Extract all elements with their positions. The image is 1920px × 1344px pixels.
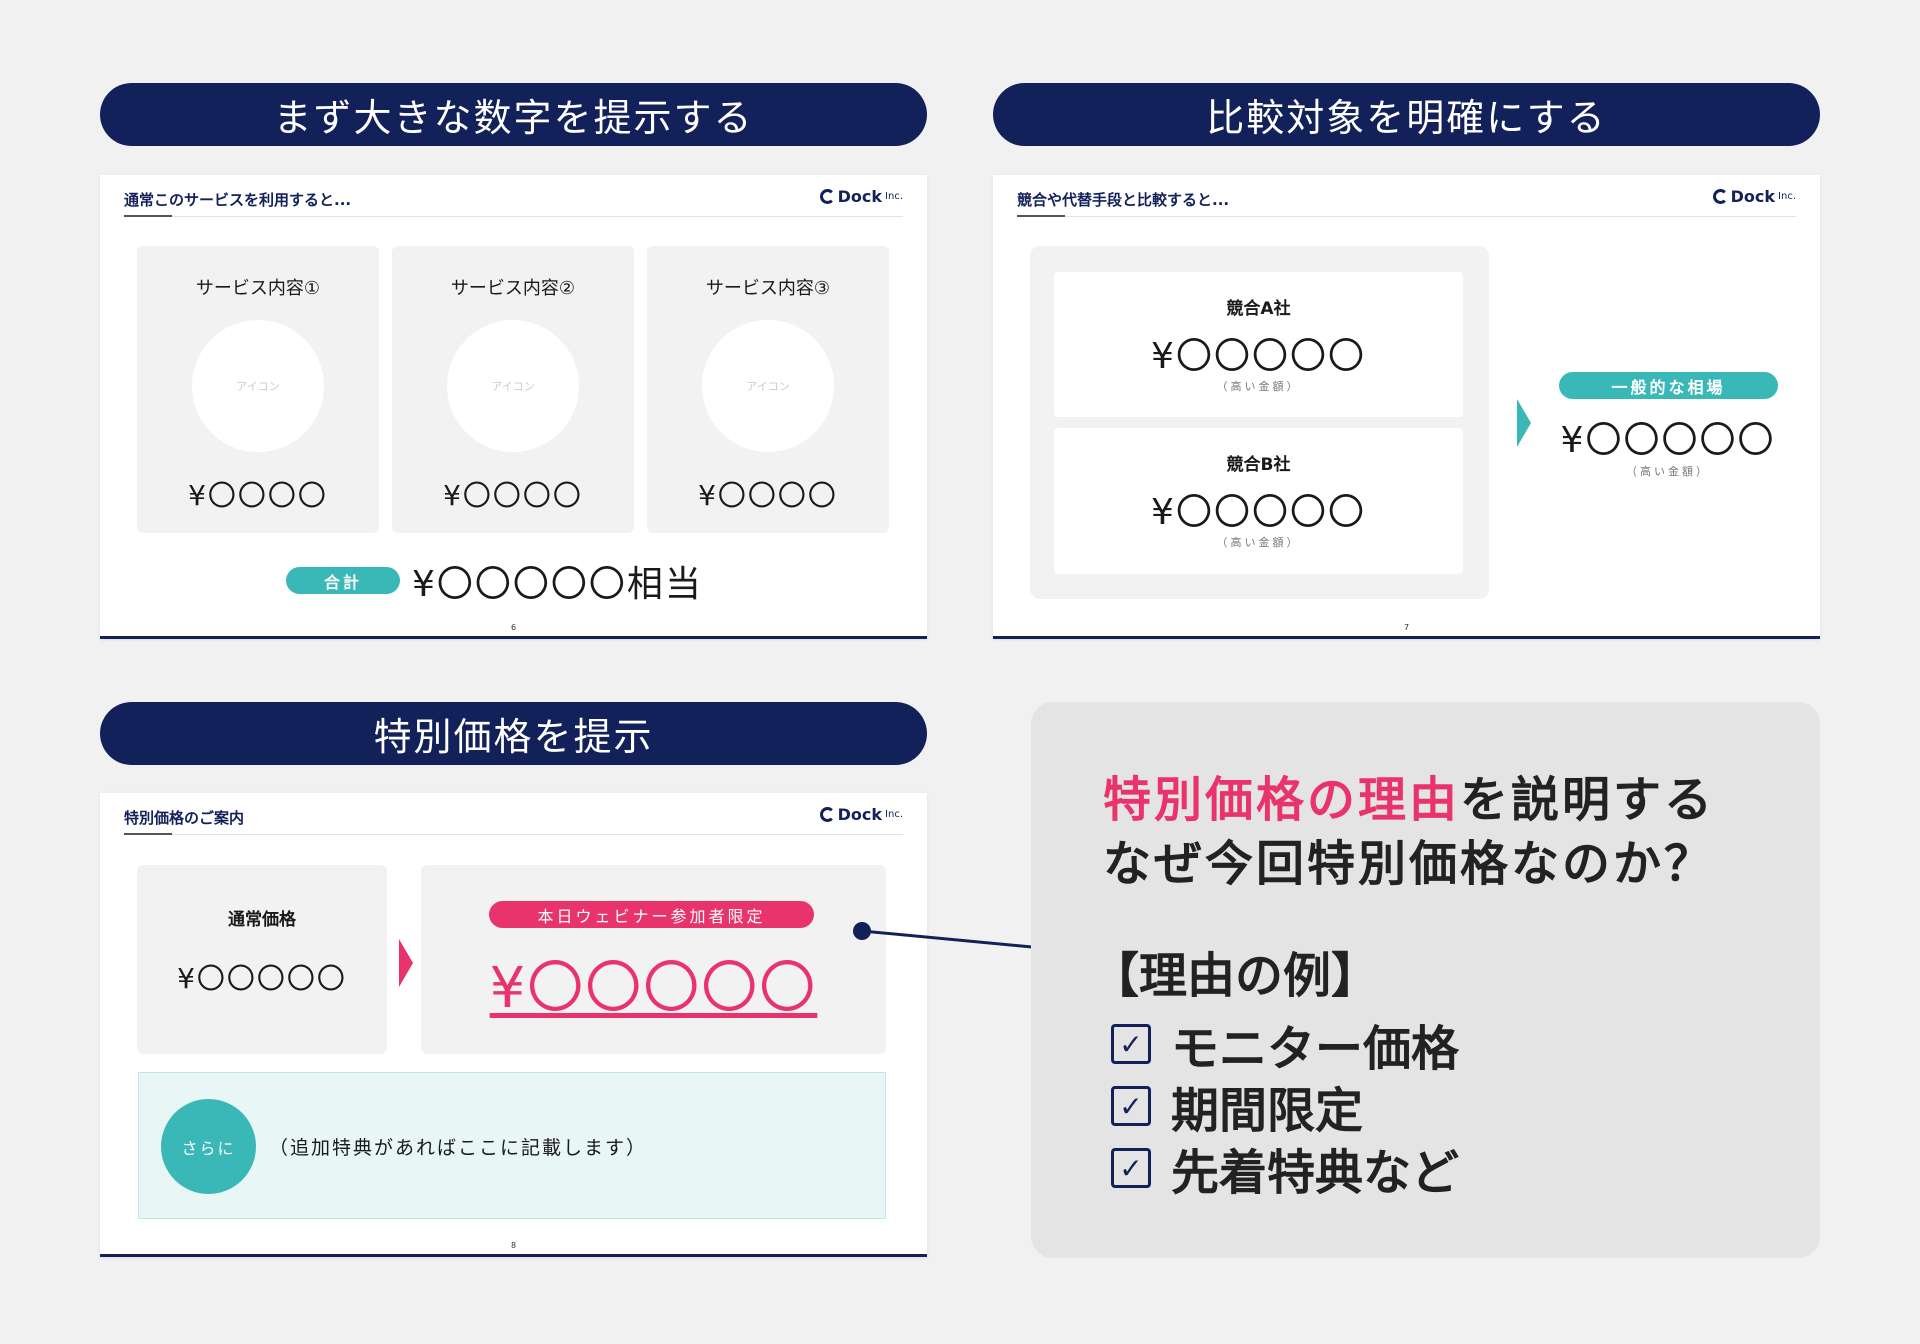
normal-price-card: 通常価格 ¥〇〇〇〇〇: [137, 865, 387, 1054]
special-price-card: 本日ウェビナー参加者限定 ¥〇〇〇〇〇: [421, 865, 886, 1054]
total-price: ¥〇〇〇〇〇相当: [412, 564, 703, 605]
checkbox-checked-icon: ✓: [1111, 1148, 1151, 1188]
icon-placeholder: アイコン: [192, 320, 324, 452]
bonus-box: さらに （追加特典があればここに記載します）: [138, 1072, 886, 1219]
bonus-text: （追加特典があればここに記載します）: [269, 1137, 648, 1159]
list-item: ✓先着特典など: [1111, 1137, 1459, 1201]
competitor-card: 競合B社 ¥〇〇〇〇〇 （高い金額）: [1054, 428, 1463, 574]
examples-title: 【理由の例】: [1091, 948, 1380, 1004]
page-number: 8: [510, 1241, 517, 1250]
market-tag: 一般的な相場: [1559, 372, 1778, 399]
logo-icon: [819, 189, 835, 204]
panel-subheading: なぜ今回特別価格なのか？: [1103, 836, 1716, 892]
card-price: ¥〇〇〇〇: [443, 479, 583, 512]
special-price: ¥〇〇〇〇〇: [489, 956, 818, 1021]
section-header-3: 特別価格を提示: [100, 702, 927, 765]
service-card: サービス内容② アイコン ¥〇〇〇〇: [392, 246, 634, 533]
list-item: ✓モニター価格: [1111, 1013, 1459, 1077]
competitor-note: （高い金額）: [1216, 380, 1301, 393]
heading-rest: を説明する: [1460, 772, 1716, 828]
examples-list: ✓モニター価格 ✓期間限定 ✓先着特典など: [1111, 1013, 1459, 1201]
card-label: サービス内容②: [450, 278, 576, 299]
section-header-1: まず大きな数字を提示する: [100, 83, 927, 146]
competitor-group: 競合A社 ¥〇〇〇〇〇 （高い金額） 競合B社 ¥〇〇〇〇〇 （高い金額）: [1030, 246, 1489, 599]
webinar-tag: 本日ウェビナー参加者限定: [489, 901, 814, 928]
checkbox-checked-icon: ✓: [1111, 1024, 1151, 1064]
total-tag: 合計: [286, 567, 400, 594]
market-note: （高い金額）: [1626, 465, 1710, 478]
logo-icon: [1712, 189, 1728, 204]
slide-title: 競合や代替手段と比較すると...: [1017, 191, 1230, 209]
arrow-right-icon: [399, 939, 413, 987]
card-price: ¥〇〇〇〇: [698, 479, 838, 512]
logo-icon: [819, 807, 835, 822]
page-number: 7: [1403, 623, 1410, 632]
page-number: 6: [510, 623, 517, 632]
competitor-note: （高い金額）: [1216, 536, 1301, 549]
slide-title: 特別価格のご案内: [124, 809, 245, 827]
competitor-price: ¥〇〇〇〇〇: [1151, 336, 1366, 377]
divider: [1017, 215, 1796, 217]
reason-panel: 特別価格の理由を説明する なぜ今回特別価格なのか？ 【理由の例】 ✓モニター価格…: [1031, 702, 1820, 1258]
icon-placeholder: アイコン: [447, 320, 579, 452]
market-price: ¥〇〇〇〇〇: [1560, 420, 1776, 461]
panel-heading: 特別価格の理由を説明する: [1103, 760, 1715, 830]
connector-line: [853, 922, 1033, 949]
normal-price: ¥〇〇〇〇〇: [177, 962, 347, 995]
competitor-name: 競合A社: [1226, 299, 1291, 319]
card-label: サービス内容①: [195, 278, 321, 299]
card-label: サービス内容③: [705, 278, 831, 299]
section-header-2: 比較対象を明確にする: [993, 83, 1820, 146]
icon-placeholder: アイコン: [702, 320, 834, 452]
divider: [124, 215, 903, 217]
heading-highlight: 特別価格の理由: [1103, 772, 1461, 828]
list-item: ✓期間限定: [1111, 1075, 1459, 1139]
checkbox-checked-icon: ✓: [1111, 1086, 1151, 1126]
arrow-right-icon: [1517, 399, 1531, 447]
competitor-name: 競合B社: [1226, 455, 1291, 475]
normal-label: 通常価格: [228, 910, 296, 930]
competitor-card: 競合A社 ¥〇〇〇〇〇 （高い金額）: [1054, 272, 1463, 417]
competitor-price: ¥〇〇〇〇〇: [1151, 492, 1366, 533]
slide-title: 通常このサービスを利用すると...: [124, 191, 352, 209]
card-price: ¥〇〇〇〇: [188, 479, 328, 512]
bonus-circle: さらに: [161, 1099, 256, 1194]
service-card: サービス内容③ アイコン ¥〇〇〇〇: [647, 246, 889, 533]
service-card: サービス内容① アイコン ¥〇〇〇〇: [137, 246, 379, 533]
divider: [124, 833, 903, 835]
